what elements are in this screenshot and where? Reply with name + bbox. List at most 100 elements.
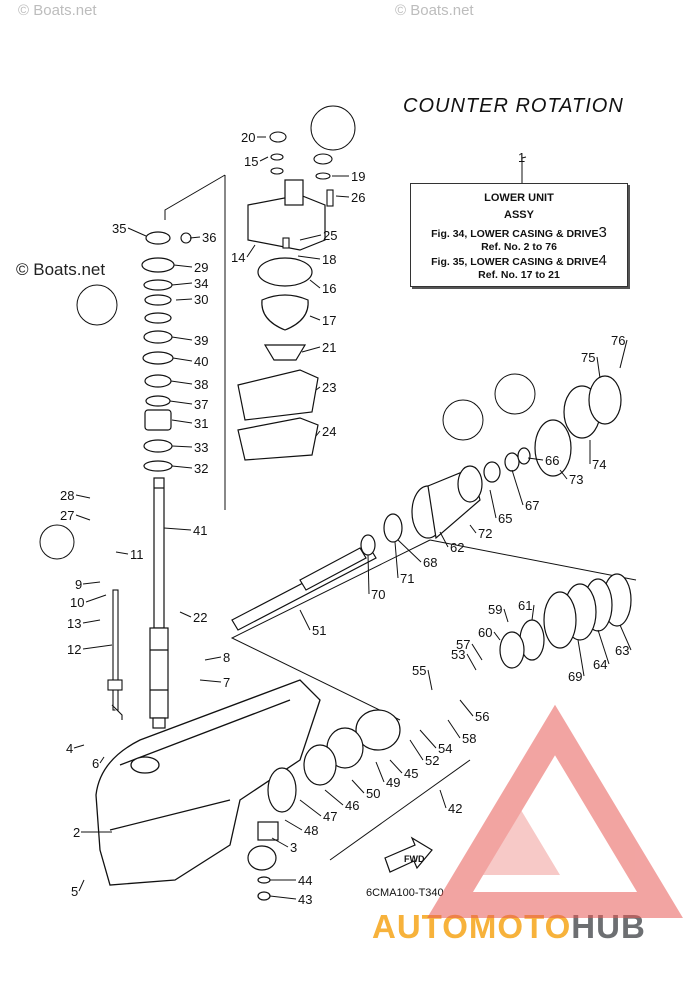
part-leader-46 [324,789,344,806]
watermark-top-right: © Boats.net [395,2,474,19]
part-label-4: 4 [66,741,73,756]
part-leader-57 [471,643,483,661]
part-leader-45 [389,759,403,774]
part-label-57: 57 [456,637,470,652]
part-label-31: 31 [194,416,208,431]
part-leader-55 [427,669,433,691]
part-label-69: 69 [568,669,582,684]
part-leader-62 [439,531,449,548]
propeller-shaft [231,547,377,631]
lower-casing [95,679,321,886]
part-label-41: 41 [193,523,207,538]
part-leader-61 [531,604,535,621]
part-leader-17 [309,315,321,321]
reference-box: LOWER UNIT ASSY Fig. 34, LOWER CASING & … [410,183,628,287]
part-label-22: 22 [193,610,207,625]
part-label-6: 6 [92,756,99,771]
part-leader-7 [199,679,222,683]
part-leader-14 [246,244,256,258]
part-label-5: 5 [71,884,78,899]
part-label-68: 68 [423,555,437,570]
part-label-9: 9 [75,577,82,592]
part-label-20: 20 [241,130,255,145]
part-label-67: 67 [525,498,539,513]
part-leader-26 [335,195,350,198]
ref-fig35: Fig. 35, LOWER CASING & DRIVE [431,256,599,268]
part-label-17: 17 [322,313,336,328]
part-leaders [73,136,632,900]
part-leader-66 [527,457,544,461]
part-label-44: 44 [298,873,312,888]
part-leader-21 [301,346,321,353]
part-label-39: 39 [194,333,208,348]
diagram-code: 6CMA100-T340 [366,887,444,899]
bearing-housing [360,375,622,556]
part-leader-34 [171,282,193,286]
part-leader-3 [271,837,289,848]
part-label-19: 19 [351,169,365,184]
watermark-top-left: © Boats.net [18,2,97,19]
part-leader-15 [259,156,269,162]
part-leader-53 [466,653,477,671]
part-label-76: 76 [611,333,625,348]
part-leader-54 [419,729,437,749]
part-label-50: 50 [366,786,380,801]
part-label-64: 64 [593,657,607,672]
part-label-25: 25 [323,228,337,243]
part-leader-72 [469,524,477,534]
part-leader-29 [173,264,193,268]
part-leader-56 [459,699,474,717]
part-label-37: 37 [194,397,208,412]
part-label-71: 71 [400,571,414,586]
part-leader-4 [73,744,85,749]
part-label-16: 16 [322,281,336,296]
part-label-8: 8 [223,650,230,665]
part-label-1: 1 [518,150,525,165]
part-label-38: 38 [194,377,208,392]
ref-range35: Ref. No. 17 to 21 [478,269,560,281]
fwd-arrow-icon: FWD [384,836,433,873]
inset-detail-icon [39,105,536,560]
watermark-main: © Boats.net [16,260,106,279]
part-leader-36 [189,236,201,239]
drive-shaft [149,477,169,729]
part-leader-68 [397,539,422,563]
part-leader-10 [85,594,107,603]
ref-fig34-num: 3 [598,224,607,241]
part-leader-13 [82,619,101,624]
part-leader-5 [78,879,85,892]
part-label-18: 18 [322,252,336,267]
part-leader-70 [367,554,370,595]
part-leader-8 [204,656,222,661]
part-leader-76 [619,339,628,369]
part-leader-1 [521,156,527,159]
part-leader-50 [351,779,365,794]
part-label-47: 47 [323,809,337,824]
part-leader-24 [315,430,321,437]
part-label-35: 35 [112,221,126,236]
part-leader-12 [82,644,113,650]
part-leader-16 [309,279,321,289]
part-leader-47 [299,799,322,817]
part-label-24: 24 [322,424,336,439]
part-leader-11 [115,551,129,555]
part-labels: 1234567891011121314151617181920212223242… [60,130,629,907]
shift-rod [107,589,123,720]
part-leader-51 [299,609,311,631]
part-label-56: 56 [475,709,489,724]
fwd-label: FWD [404,854,425,864]
part-label-61: 61 [518,598,532,613]
part-leader-41 [163,527,192,531]
part-leader-73 [559,469,568,480]
brand-triangle-icon [427,704,683,918]
part-leader-67 [511,469,524,506]
part-leader-22 [179,611,192,618]
part-leader-65 [489,489,497,519]
part-leader-31 [171,419,193,424]
part-label-66: 66 [545,453,559,468]
part-leader-60 [493,631,501,641]
part-label-52: 52 [425,753,439,768]
part-label-54: 54 [438,741,452,756]
ref-line2: ASSY [504,209,534,221]
